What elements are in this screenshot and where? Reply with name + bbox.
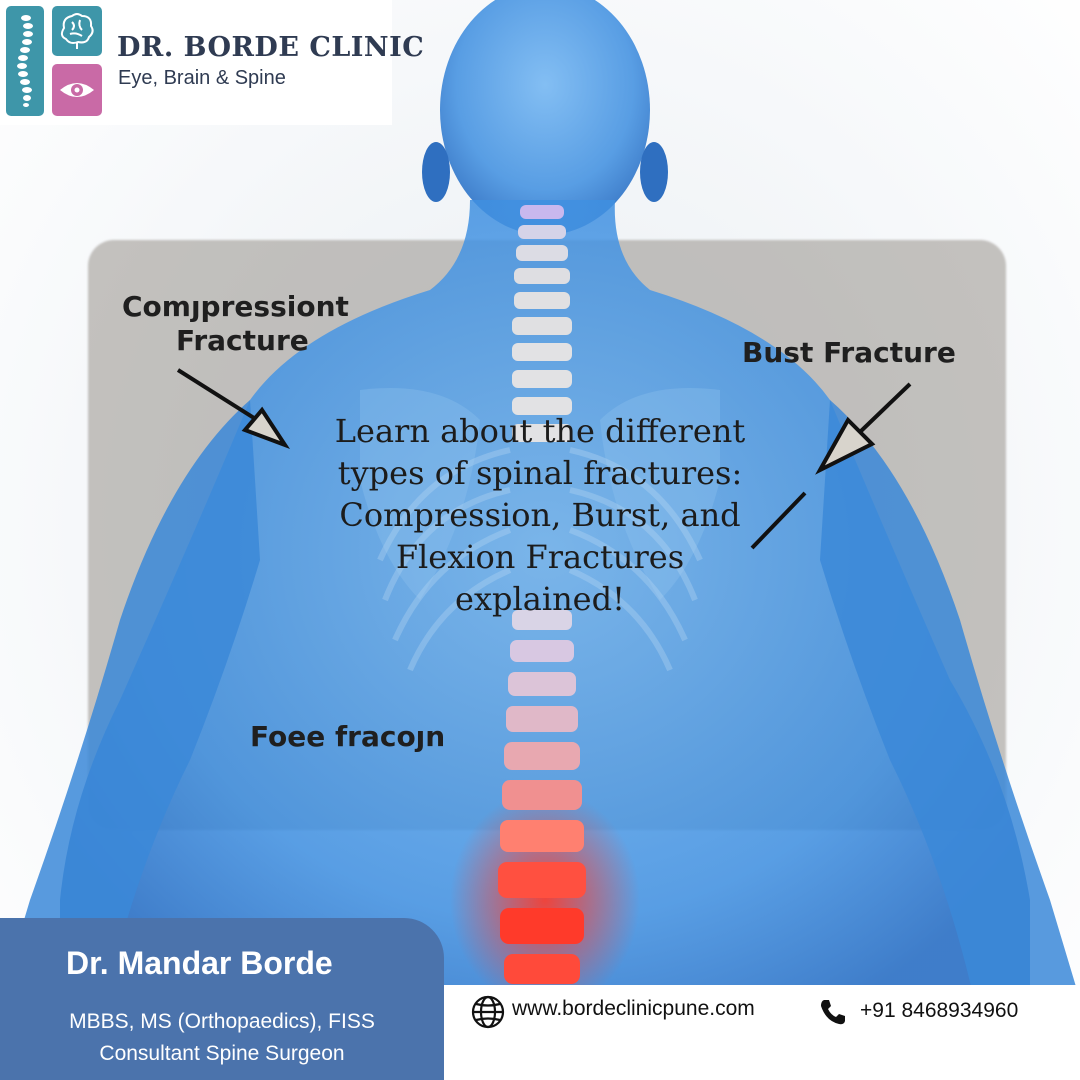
vertebra	[516, 245, 568, 261]
headline-line1: Learn about the different	[334, 412, 746, 450]
vertebra	[512, 343, 572, 361]
compression-label-line1: Comȷpressiont	[122, 290, 349, 323]
headline-line4: Flexion Fractures	[395, 538, 685, 576]
phone-number[interactable]: +91 8468934960	[860, 999, 1019, 1022]
vertebra	[520, 205, 564, 219]
clinic-name: DR. BORDE CLINIC	[117, 32, 425, 63]
vertebra	[504, 742, 580, 770]
spine-icon	[6, 6, 44, 116]
headline-line2: types of spinal fractures:	[337, 454, 743, 492]
compression-fracture-label: Comȷpressiont Fracture	[122, 290, 349, 358]
clinic-logo: DR. BORDE CLINIC Eye, Brain & Spine	[0, 0, 424, 125]
vertebra	[512, 424, 572, 442]
flexion-fracture-label: Foee fracoȷn	[250, 720, 446, 753]
headline-line5: explained!	[455, 580, 625, 618]
vertebra	[512, 317, 572, 335]
left-arm-shape	[0, 400, 260, 1080]
vertebra	[518, 225, 566, 239]
left-scapula-shape	[360, 388, 480, 600]
right-arm-shape	[820, 400, 1080, 1080]
phone-icon	[821, 1000, 845, 1025]
vertebra	[514, 292, 570, 309]
clinic-tagline: Eye, Brain & Spine	[118, 67, 286, 89]
vertebra	[502, 780, 582, 810]
contact-bar	[444, 985, 1080, 1080]
vertebra	[508, 672, 576, 696]
globe-icon	[471, 995, 505, 1029]
lumbar-pain-glow	[450, 790, 640, 1010]
brain-icon	[52, 6, 102, 56]
compression-label-line2: Fracture	[176, 324, 309, 357]
vertebra	[498, 862, 586, 898]
doctor-name: Dr. Mandar Borde	[66, 945, 333, 981]
doctor-qualifications: MBBS, MS (Orthopaedics), FISS	[69, 1010, 375, 1033]
head-shape	[440, 0, 650, 235]
burst-arrow	[750, 382, 912, 550]
vertebra	[506, 706, 578, 732]
website-link[interactable]: www.bordeclinicpune.com	[512, 997, 755, 1020]
right-scapula-shape	[600, 388, 720, 600]
vertebra	[512, 397, 572, 415]
left-ear-shape	[422, 142, 450, 202]
doctor-role: Consultant Spine Surgeon	[99, 1042, 345, 1065]
doctor-card	[0, 918, 444, 1080]
burst-fracture-label: Bust Fracture	[742, 336, 956, 369]
vertebra	[512, 610, 572, 630]
vertebra	[510, 640, 574, 662]
compression-arrow	[176, 368, 291, 450]
vertebra	[512, 370, 572, 388]
vertebra	[514, 268, 570, 284]
headline: Learn about the different types of spina…	[300, 410, 780, 620]
vertebra	[500, 820, 584, 852]
right-ear-shape	[640, 142, 668, 202]
headline-line3: Compression, Burst, and	[339, 496, 741, 534]
ribcage	[377, 447, 703, 672]
spinal-column	[498, 205, 586, 984]
vertebra	[504, 954, 580, 984]
eye-icon	[52, 64, 102, 116]
vertebra	[500, 908, 584, 944]
